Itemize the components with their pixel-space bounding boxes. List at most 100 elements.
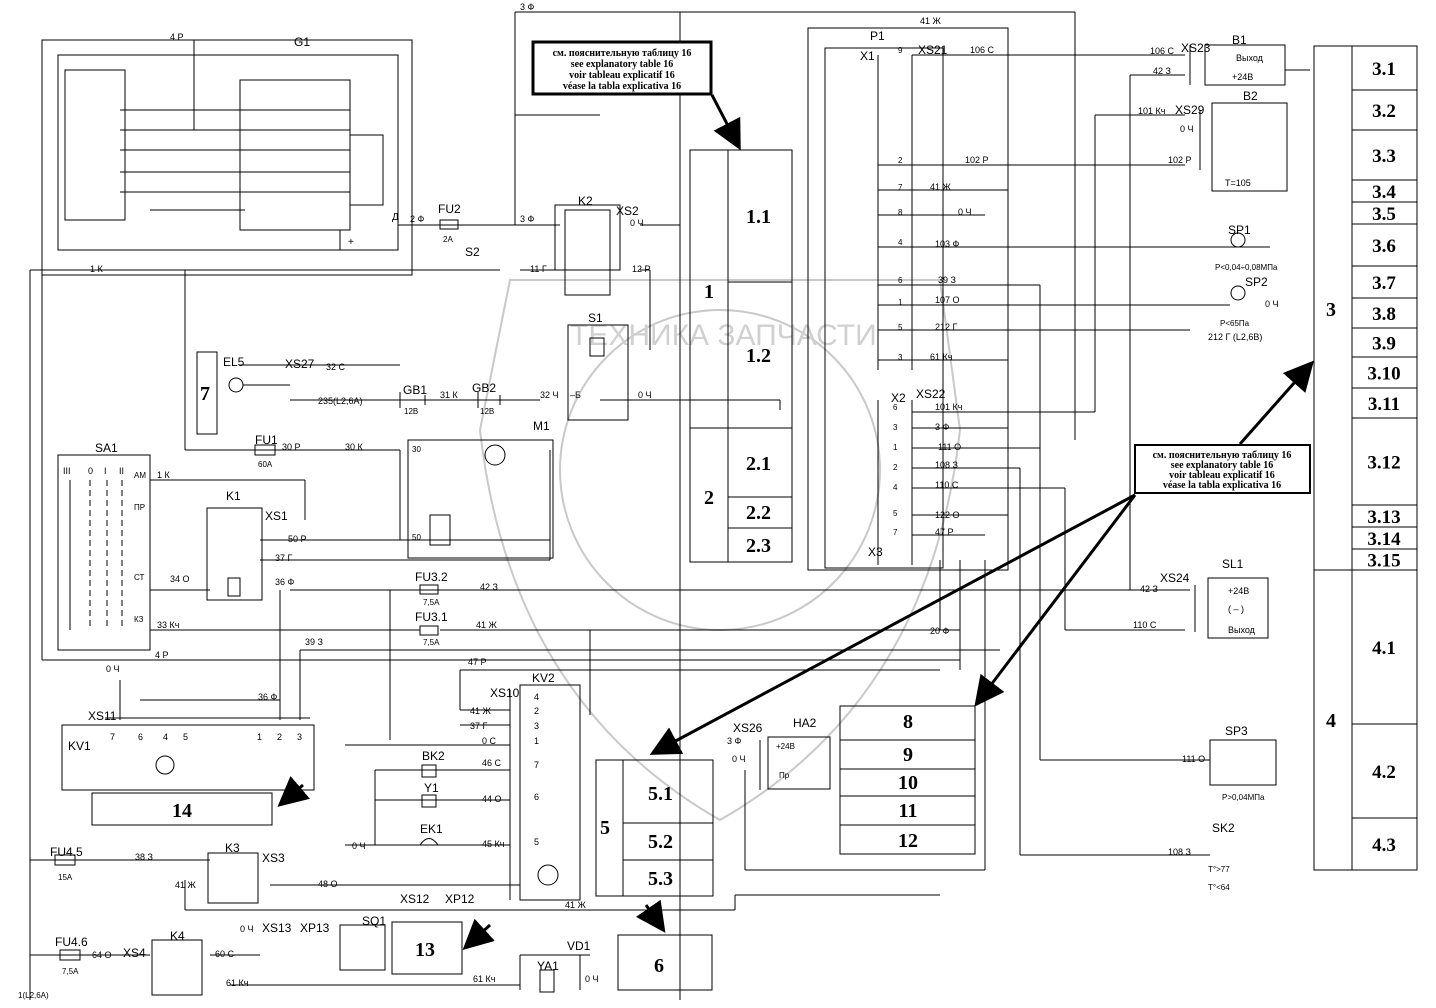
svg-text:7: 7 — [534, 760, 539, 770]
svg-text:KV2: KV2 — [532, 671, 555, 685]
svg-text:47 Р: 47 Р — [468, 657, 487, 667]
svg-text:EK1: EK1 — [420, 822, 443, 836]
svg-text:2 Ф: 2 Ф — [410, 214, 425, 224]
sensor-b2: XS29 B2 101 Кч 0 Ч 102 Р Т=105 — [1138, 89, 1288, 192]
svg-text:Выход: Выход — [1236, 53, 1264, 63]
svg-text:1: 1 — [704, 281, 714, 303]
box-14: 14 — [91, 792, 273, 826]
svg-text:( – ): ( – ) — [1228, 604, 1244, 614]
sensors-sp3-sk2: SP3 Р>0,04МПа 111 О SK2 108 З Т°>77 Т°<6… — [1168, 724, 1277, 892]
svg-text:64 О: 64 О — [92, 950, 112, 960]
sensors-sp1-sp2: SP1 SP2 Р<0,04÷0,08МПа Р<65Па 0 Ч 212 Г … — [1208, 223, 1279, 342]
svg-text:3: 3 — [534, 721, 539, 731]
table-row-label: 3.5 — [1372, 204, 1396, 225]
svg-text:–Б: –Б — [570, 390, 581, 400]
sensor-b1: XS23 B1 Выход +24В 106 С 42 З — [1150, 33, 1310, 86]
svg-text:6: 6 — [893, 403, 898, 412]
svg-text:M1: M1 — [533, 419, 550, 433]
svg-text:7,5А: 7,5А — [62, 967, 79, 976]
svg-text:4: 4 — [534, 692, 539, 702]
svg-text:+: + — [348, 237, 354, 248]
svg-text:212 Г (L2,6В): 212 Г (L2,6В) — [1208, 332, 1262, 342]
table-row-label: 3.12 — [1367, 453, 1400, 474]
svg-text:1 К: 1 К — [90, 264, 104, 274]
svg-text:FU4.6: FU4.6 — [55, 935, 88, 949]
svg-text:XS26: XS26 — [733, 721, 763, 735]
svg-text:3 Ф: 3 Ф — [727, 736, 742, 746]
svg-text:37 Г: 37 Г — [470, 721, 488, 731]
svg-text:110 С: 110 С — [935, 480, 959, 490]
svg-text:YA1: YA1 — [537, 959, 559, 973]
svg-text:102 Р: 102 Р — [965, 155, 989, 165]
table-row-label: 4.1 — [1372, 638, 1396, 659]
arrow-14 — [277, 775, 310, 807]
svg-text:1.2: 1.2 — [746, 345, 771, 367]
battery-gb: GB1 GB2 12В 12В 31 К — [399, 381, 501, 416]
svg-text:14: 14 — [172, 800, 192, 822]
svg-text:2А: 2А — [443, 235, 453, 244]
svg-text:СТ: СТ — [134, 573, 145, 582]
svg-text:0 Ч: 0 Ч — [585, 974, 599, 984]
svg-text:see explanatory table 16: see explanatory table 16 — [571, 59, 674, 70]
svg-text:50 Р: 50 Р — [288, 534, 307, 544]
svg-text:111 О: 111 О — [1182, 754, 1205, 764]
svg-text:4: 4 — [893, 483, 898, 492]
svg-text:+24В: +24В — [1228, 586, 1249, 596]
svg-text:7: 7 — [893, 528, 898, 537]
svg-text:13: 13 — [415, 939, 435, 961]
svg-text:XS3: XS3 — [262, 851, 285, 865]
svg-text:GB1: GB1 — [403, 383, 427, 397]
svg-text:ПР: ПР — [134, 503, 145, 512]
svg-text:2.2: 2.2 — [746, 502, 771, 524]
svg-text:32 С: 32 С — [326, 362, 346, 372]
svg-text:42 З: 42 З — [1153, 66, 1171, 76]
svg-text:4: 4 — [163, 732, 168, 742]
svg-text:B1: B1 — [1232, 33, 1247, 47]
svg-text:K2: K2 — [578, 194, 593, 208]
svg-text:3: 3 — [297, 732, 302, 742]
svg-text:0: 0 — [88, 466, 93, 476]
svg-text:see explanatory table 16: see explanatory table 16 — [1171, 460, 1274, 471]
fuse-fu1: FU1 60А 30 Р 30 К — [254, 433, 364, 469]
svg-text:4 Р: 4 Р — [155, 650, 169, 660]
svg-text:122 О: 122 О — [935, 510, 960, 520]
table-row-label: 3.11 — [1368, 394, 1400, 415]
svg-text:0 Ч: 0 Ч — [1180, 124, 1194, 134]
svg-text:9: 9 — [903, 744, 913, 766]
wiring — [29, 11, 1190, 1000]
svg-text:III: III — [63, 466, 71, 476]
svg-text:5: 5 — [600, 817, 610, 839]
svg-text:0 Ч: 0 Ч — [638, 390, 652, 400]
svg-text:12 Р: 12 Р — [632, 264, 651, 274]
harness-p1: P1 X1 XS21 X2 XS22 X3 41 Ж 106 С 102 Р 4… — [807, 16, 1230, 856]
svg-text:véase la tabla explicativa 16: véase la tabla explicativa 16 — [563, 81, 681, 92]
svg-text:Т=105: Т=105 — [1225, 178, 1251, 188]
svg-text:15А: 15А — [58, 873, 73, 882]
svg-text:K3: K3 — [225, 841, 240, 855]
svg-text:+24В: +24В — [776, 742, 795, 751]
table-row-label: 3.9 — [1372, 334, 1396, 355]
svg-text:FU2: FU2 — [438, 202, 461, 216]
motor-m1: M1 30 50 — [407, 419, 554, 559]
svg-text:39 З: 39 З — [305, 637, 323, 647]
svg-text:30: 30 — [412, 445, 421, 454]
svg-text:SQ1: SQ1 — [362, 914, 386, 928]
table-row-label: 3.3 — [1372, 146, 1396, 167]
box-7: 7 — [196, 351, 218, 435]
svg-text:SK2: SK2 — [1212, 821, 1235, 835]
svg-text:101 Кч: 101 Кч — [1138, 106, 1166, 116]
svg-text:0 С: 0 С — [482, 736, 497, 746]
svg-text:2: 2 — [893, 463, 898, 472]
svg-text:voir tableau explicatif 16: voir tableau explicatif 16 — [569, 70, 675, 81]
svg-text:7,5А: 7,5А — [423, 638, 440, 647]
svg-text:XP12: XP12 — [445, 892, 475, 906]
block-kv1: XS11 KV1 0 Ч 36 Ф 7 6 4 5 1 2 3 — [61, 664, 315, 791]
svg-text:1: 1 — [257, 732, 262, 742]
svg-text:0 Ч: 0 Ч — [958, 207, 972, 217]
box-13: 13 — [391, 921, 463, 975]
svg-text:1.1: 1.1 — [746, 206, 771, 228]
svg-text:212 Г: 212 Г — [935, 322, 958, 332]
svg-text:SA1: SA1 — [95, 441, 118, 455]
relay-k2: K2 XS2 0 Ч 11 Г 12 Р S2 1 К — [90, 194, 651, 296]
svg-text:5: 5 — [893, 509, 898, 518]
